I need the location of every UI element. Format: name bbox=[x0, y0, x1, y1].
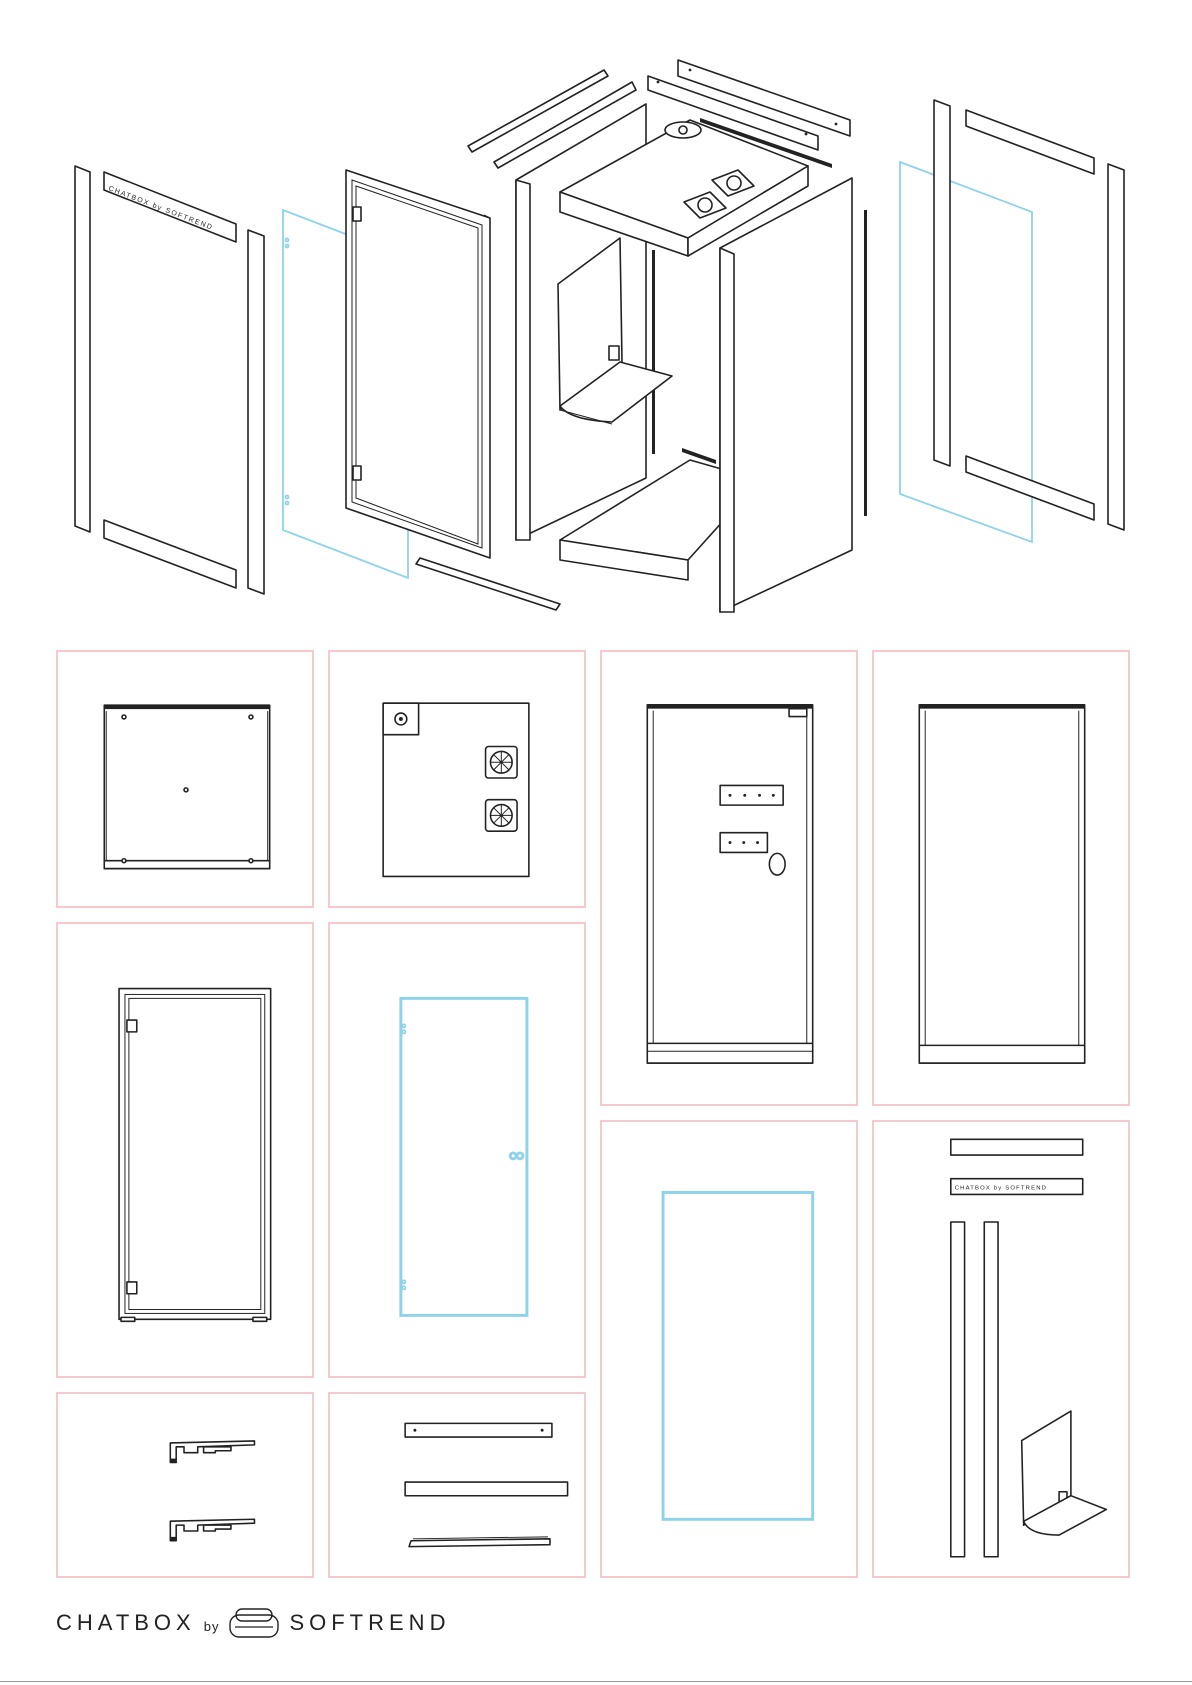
door-frame-exploded bbox=[346, 170, 490, 558]
profile-bottom bbox=[170, 1519, 254, 1541]
brand-logo: CHATBOX by SOFTREND bbox=[56, 1598, 450, 1648]
panel-rear-wall bbox=[600, 650, 858, 1106]
left-outer-frame-bars bbox=[75, 166, 264, 594]
ceiling-fan-drawing bbox=[330, 652, 584, 906]
exploded-assembly-view: CHATBOX by SOFTREND bbox=[0, 0, 1192, 640]
right-outer-frame-bars bbox=[934, 100, 1124, 530]
panel-aluminium-profiles bbox=[56, 1392, 314, 1578]
brand-name-part1: CHATBOX bbox=[56, 1610, 196, 1636]
panel-door-frame bbox=[56, 922, 314, 1378]
panel-side-wall bbox=[872, 650, 1130, 1106]
side-glass-drawing bbox=[602, 1122, 856, 1576]
svg-text:CHATBOX by SOFTREND: CHATBOX by SOFTREND bbox=[955, 1186, 1047, 1192]
panel-side-glass bbox=[600, 1120, 858, 1578]
brand-connector: by bbox=[204, 1619, 220, 1634]
ceiling-panel-drawing bbox=[58, 652, 312, 906]
right-gasket-strip bbox=[864, 210, 867, 516]
panel-strips-shelf: CHATBOX by SOFTREND bbox=[872, 1120, 1130, 1578]
rear-wall-drawing bbox=[602, 652, 856, 1104]
profiles-drawing bbox=[58, 1394, 312, 1576]
mounting-strips-drawing bbox=[330, 1394, 584, 1576]
booth-body bbox=[516, 104, 852, 612]
sofa-outline-icon bbox=[227, 1605, 281, 1641]
panel-ceiling bbox=[56, 650, 314, 908]
side-wall-drawing bbox=[874, 652, 1128, 1104]
door-frame-drawing bbox=[58, 924, 312, 1376]
door-glass-drawing bbox=[330, 924, 584, 1376]
bottom-divider bbox=[0, 1681, 1192, 1682]
panel-mounting-strips bbox=[328, 1392, 586, 1578]
brand-name-part2: SOFTREND bbox=[289, 1610, 450, 1636]
profile-top bbox=[170, 1441, 254, 1463]
panel-ceiling-fans bbox=[328, 650, 586, 908]
strips-shelf-drawing: CHATBOX by SOFTREND bbox=[874, 1122, 1128, 1576]
panel-door-glass bbox=[328, 922, 586, 1378]
door-threshold-strip bbox=[416, 558, 560, 610]
